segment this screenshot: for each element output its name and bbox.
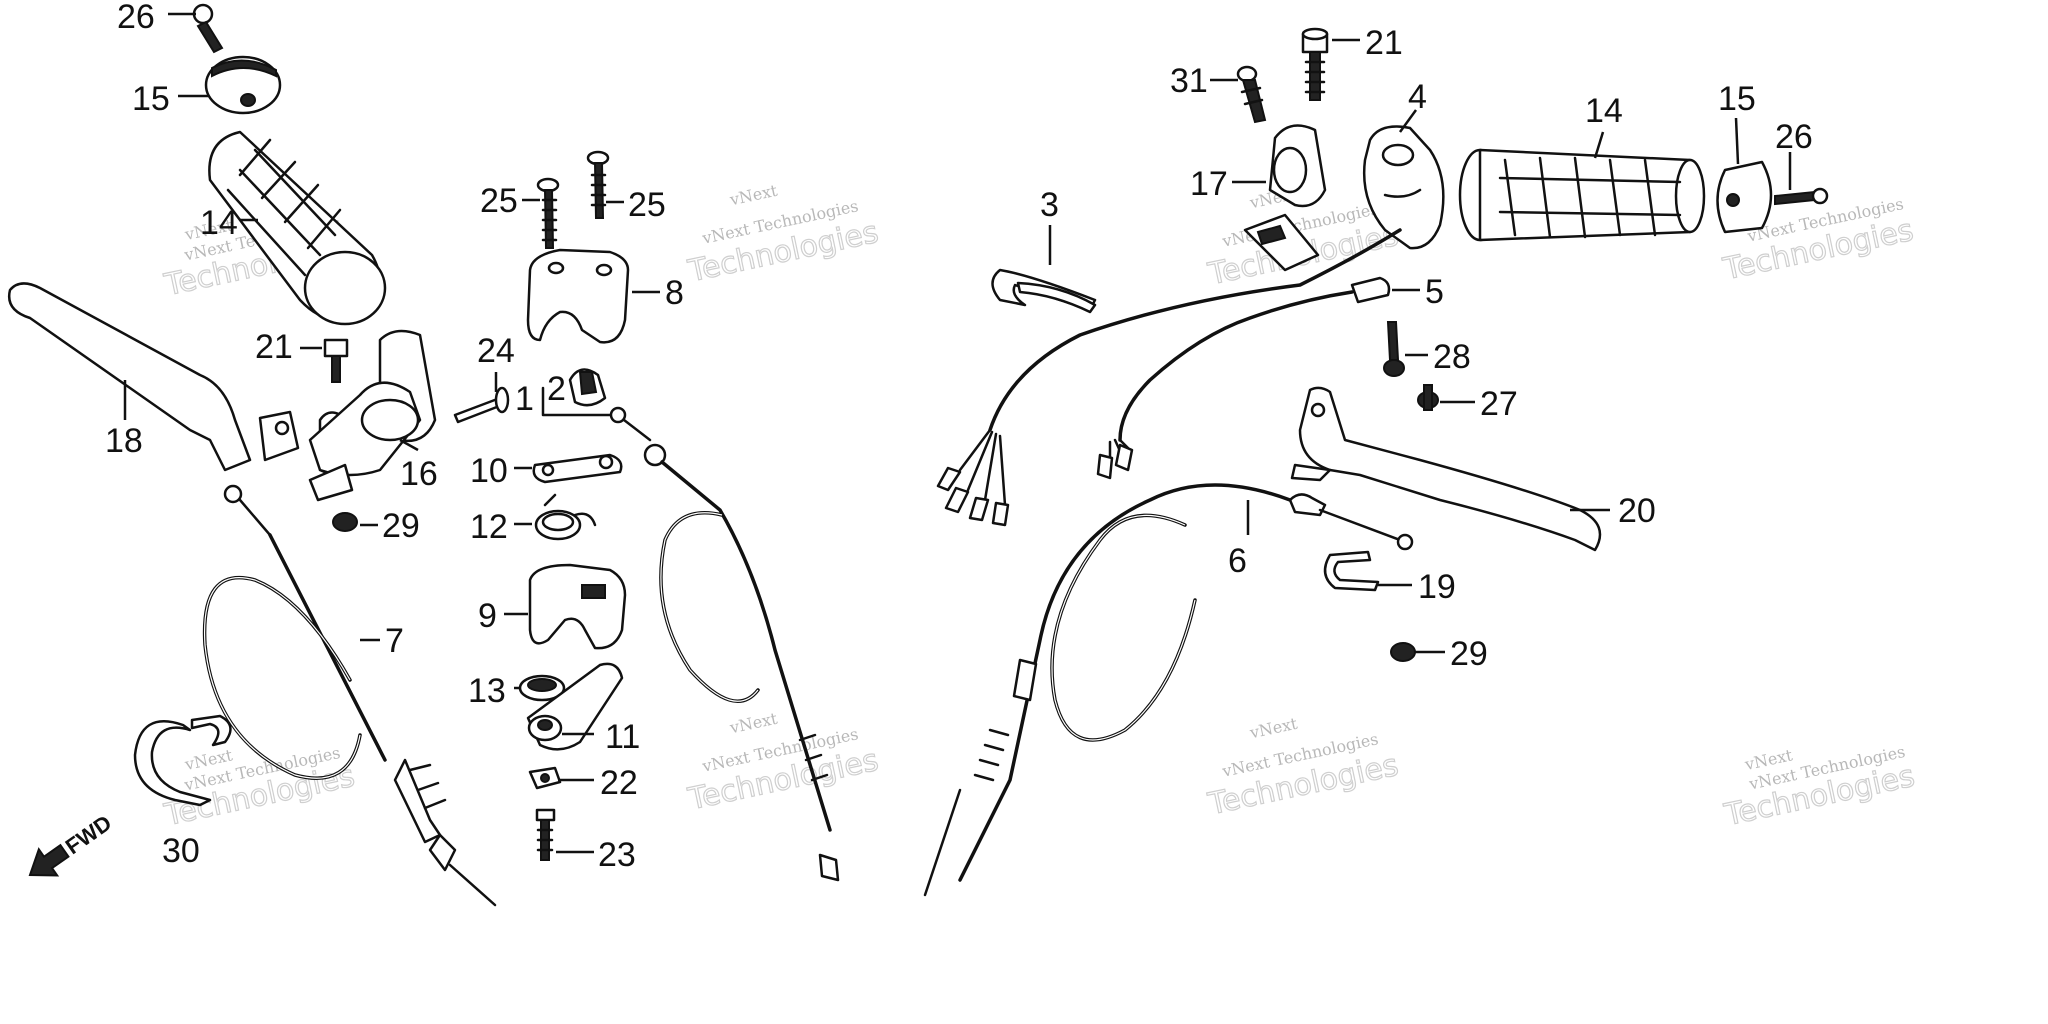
part-3-clip	[991, 268, 1097, 314]
callout-26-right: 26	[1775, 118, 1813, 156]
svg-text:vNext: vNext	[727, 709, 779, 738]
callout-28: 28	[1433, 338, 1471, 376]
watermark-8: vNext vNext Technologies Technologies	[1720, 742, 1918, 834]
callout-20: 20	[1618, 492, 1656, 530]
callout-6: 6	[1228, 542, 1247, 580]
part-7-clutch-cable	[202, 484, 497, 907]
part-26-screw-right	[1774, 187, 1829, 206]
part-2-switch-knob	[568, 368, 607, 407]
part-29-nut-right	[1390, 642, 1416, 662]
part-switch-harness	[936, 228, 1402, 527]
part-18-clutch-lever	[7, 282, 300, 472]
part-23-bolt	[535, 808, 556, 861]
part-31-screw	[1236, 65, 1267, 124]
leader-lines	[123, 12, 1792, 854]
callout-8: 8	[665, 274, 684, 312]
part-1-bracket-line	[541, 386, 614, 417]
callout-25-b: 25	[628, 186, 666, 224]
part-28-bolt	[1383, 321, 1405, 377]
callout-25-a: 25	[480, 182, 518, 220]
part-25-screw-b	[586, 150, 610, 219]
part-throttle-cable	[609, 406, 840, 882]
callout-19: 19	[1418, 568, 1456, 606]
callout-21-left: 21	[255, 328, 293, 366]
watermark-2: vNext vNext Technologies Technologies	[684, 181, 882, 290]
callout-18: 18	[105, 422, 143, 460]
callout-labels: 26 15 14 21 18 16 29 7 30 25 25 8 24 1 2…	[105, 0, 1813, 874]
callout-22: 22	[600, 764, 638, 802]
callout-7: 7	[385, 622, 404, 660]
part-20-brake-lever	[1290, 386, 1602, 552]
part-14-grip-left	[208, 130, 387, 326]
part-21-bolt-left	[323, 338, 349, 383]
callout-29-right: 29	[1450, 635, 1488, 673]
fwd-label: FWD	[61, 810, 116, 859]
part-21-bolt-right	[1301, 27, 1329, 101]
part-17-lever-holder-right	[1243, 124, 1327, 272]
part-15-bar-end-right	[1716, 160, 1773, 234]
callout-26-left: 26	[117, 0, 155, 36]
part-19-clip	[1323, 550, 1380, 592]
part-27-bolt	[1417, 384, 1439, 411]
callout-16: 16	[400, 455, 438, 493]
callout-3: 3	[1040, 186, 1059, 224]
part-15-bar-end-left	[204, 55, 282, 115]
part-30-band	[133, 714, 232, 807]
callout-10: 10	[470, 452, 508, 490]
part-9-switch-housing-lower	[528, 563, 627, 650]
callout-11: 11	[605, 718, 640, 756]
callout-9: 9	[478, 597, 497, 635]
callout-14-left: 14	[200, 204, 238, 242]
callout-24: 24	[477, 332, 515, 370]
part-16-lever-holder	[308, 329, 437, 502]
callout-27: 27	[1480, 385, 1518, 423]
part-5-harness-clamp	[1096, 276, 1391, 480]
svg-text:vNext: vNext	[727, 181, 779, 210]
fwd-arrow: FWD	[28, 810, 116, 877]
svg-text:vNext: vNext	[1247, 714, 1299, 743]
callout-31: 31	[1170, 62, 1208, 100]
callout-14-right: 14	[1585, 92, 1623, 130]
callout-5: 5	[1425, 273, 1444, 311]
part-12-spring	[534, 493, 597, 541]
callout-1: 1	[515, 380, 534, 418]
part-25-screw-a	[536, 177, 560, 249]
callout-13: 13	[468, 672, 506, 710]
part-29-nut-left	[332, 512, 358, 532]
callout-21-right: 21	[1365, 24, 1403, 62]
part-6-brake-cable	[923, 483, 1414, 897]
callout-29-left: 29	[382, 507, 420, 545]
part-10-plate	[532, 453, 623, 484]
watermark-7: vNext vNext Technologies Technologies	[1204, 714, 1402, 823]
part-11-choke-lever	[526, 662, 624, 751]
callout-15-left: 15	[132, 80, 170, 118]
part-26-screw-left	[192, 3, 224, 54]
part-8-switch-housing-upper	[526, 248, 630, 344]
part-4-switch-housing-right	[1363, 125, 1445, 250]
watermark-6: vNext vNext Technologies Technologies	[684, 709, 882, 818]
callout-17: 17	[1190, 165, 1228, 203]
part-22-nut	[528, 766, 562, 790]
callout-30: 30	[162, 832, 200, 870]
callout-15-right: 15	[1718, 80, 1756, 118]
callout-4: 4	[1408, 78, 1427, 116]
part-24-pin	[453, 386, 510, 424]
callout-2: 2	[547, 370, 566, 408]
part-14-grip-right	[1458, 148, 1706, 242]
callout-12: 12	[470, 508, 508, 546]
callout-23: 23	[598, 836, 636, 874]
